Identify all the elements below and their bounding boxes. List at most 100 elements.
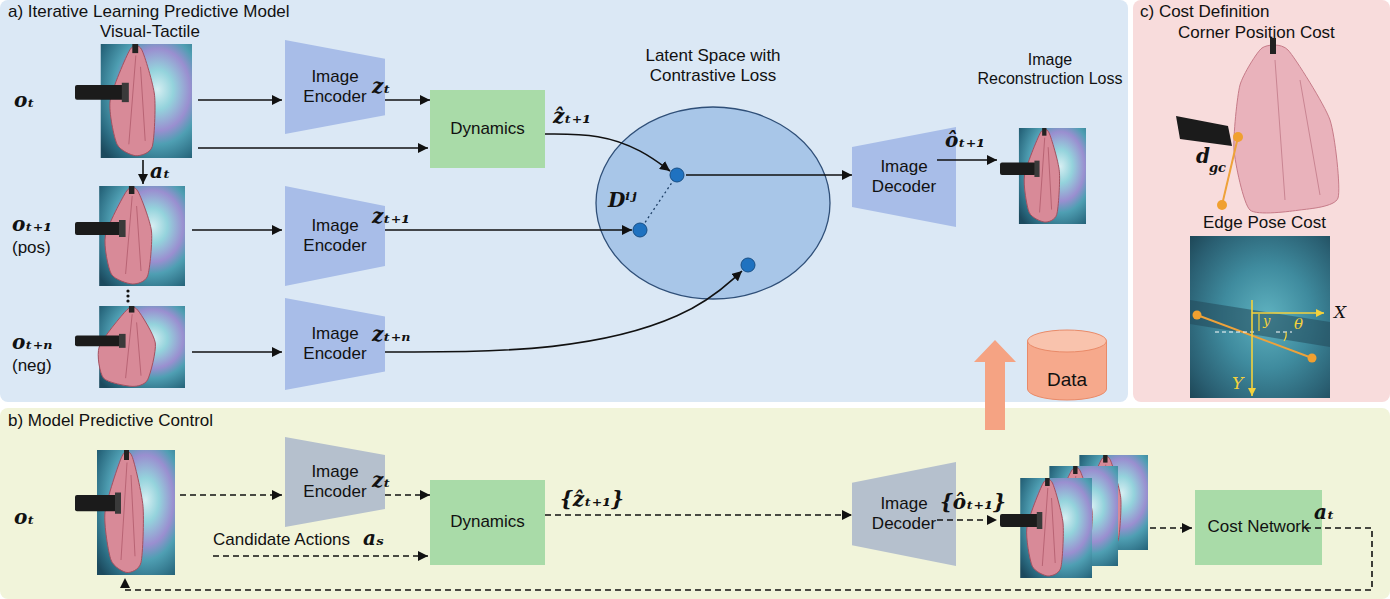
box-label: Data	[1047, 369, 1087, 392]
edge-pose-image	[1190, 236, 1330, 398]
text-holder: θ	[1294, 316, 1303, 333]
edge-label: zₜ	[372, 74, 391, 98]
ellipsis-dot	[126, 289, 129, 292]
math-symbol: ôₜ₊₁	[945, 128, 985, 152]
panel: Image EncoderDynamicsLatent Space with C…	[0, 0, 1128, 402]
ellipsis-dot	[126, 299, 129, 302]
latent-point	[741, 258, 755, 272]
latent-point	[633, 223, 647, 237]
text-holder: oₜ	[14, 505, 35, 529]
flow-arrow	[198, 99, 282, 101]
text-holder: Candidate Actions	[213, 530, 350, 550]
text-holder: a) Iterative Learning Predictive Model	[8, 2, 290, 22]
rectangle	[1195, 490, 1322, 565]
edge-label: ẑₜ₊₁	[553, 104, 591, 128]
connector-arrow	[385, 229, 632, 231]
text-holder: zₜ	[372, 468, 391, 492]
ellipse-heading: Latent Space with Contrastive Loss	[621, 46, 806, 87]
encoder-trapezoid: Image Encoder	[285, 298, 385, 390]
text-holder: d	[1196, 144, 1210, 168]
text-holder: aₛ	[363, 526, 384, 550]
edge-label: zₜ	[372, 468, 391, 492]
math-symbol: y	[1263, 314, 1270, 329]
data-flow-arrow	[974, 340, 1016, 430]
flow-arrow	[937, 159, 997, 161]
edge-label: {ẑₜ₊₁}	[560, 487, 624, 511]
box-label: Image Decoder	[852, 157, 956, 198]
rectangle	[430, 90, 545, 168]
trapezoid	[285, 186, 385, 286]
math-symbol: {ôₜ₊₁}	[940, 490, 1006, 514]
panel: Image EncoderDynamicsImage DecoderCost N…	[0, 408, 1390, 599]
annotation: Image Reconstruction Loss	[975, 50, 1125, 88]
edge-label: zₜ₊ₙ	[372, 322, 411, 346]
flow-arrow	[937, 519, 997, 521]
flow-arrow	[192, 229, 282, 231]
text-holder: b) Model Predictive Control	[8, 411, 213, 431]
visual-tactile-photo	[75, 186, 185, 286]
latent-space-ellipse: Latent Space with Contrastive Loss	[595, 46, 831, 302]
math-symbol: oₜ₊₁	[12, 212, 52, 236]
text-holder: ẑₜ₊₁	[553, 104, 591, 128]
text-holder: oₜ₊₁	[12, 212, 52, 236]
decoder-trapezoid: Image Decoder	[852, 127, 956, 227]
panel-subtitle: Corner Position Cost	[1178, 23, 1335, 43]
visual-tactile-photo	[1000, 478, 1092, 578]
connector-arrow	[385, 271, 742, 352]
text-holder: Visual-Tactile	[100, 22, 200, 42]
box-label: Image Encoder	[285, 67, 385, 108]
feedback-arrow	[125, 528, 1372, 590]
flow-arrow	[180, 494, 282, 496]
math-symbol: θ	[1294, 316, 1303, 333]
annotation: (neg)	[12, 356, 52, 376]
visual-tactile-photo	[75, 44, 192, 158]
flow-arrow	[192, 351, 282, 353]
encoder-trapezoid: Image Encoder	[285, 186, 385, 286]
text-holder: Latent Space with Contrastive Loss	[595, 46, 831, 87]
visual-tactile-photo	[75, 450, 175, 575]
math-symbol: X	[1334, 303, 1346, 323]
math-symbol: Y	[1232, 374, 1243, 394]
box-label: Image Encoder	[285, 324, 385, 365]
candidate-actions-arrow	[213, 555, 428, 557]
math-symbol: d	[1196, 144, 1210, 168]
panel-title: b) Model Predictive Control	[8, 411, 213, 431]
ellipse	[596, 107, 830, 299]
latent-point	[670, 168, 684, 182]
panel-title: c) Cost Definition	[1140, 2, 1269, 22]
text-holder: X	[1334, 303, 1346, 323]
box-label: Image Encoder	[285, 216, 385, 257]
text-holder: c) Cost Definition	[1140, 2, 1269, 22]
text-holder: Y	[1232, 374, 1243, 394]
connector-arrow	[686, 174, 852, 176]
text-holder: (neg)	[12, 356, 52, 376]
math-symbol: aₜ	[1314, 500, 1334, 524]
text-holder: Image Reconstruction Loss	[975, 50, 1125, 88]
box-label: Cost Network	[1207, 517, 1309, 537]
trapezoid	[852, 127, 956, 227]
action-arrow	[142, 160, 144, 184]
text-holder: Corner Position Cost	[1178, 23, 1335, 43]
text-holder: aₜ	[150, 159, 170, 183]
annotation: Candidate Actions	[213, 530, 350, 550]
decoder-trapezoid: Image Decoder	[852, 462, 956, 566]
process-box: Dynamics	[430, 90, 545, 168]
trapezoid	[285, 298, 385, 390]
math-symbol: oₜ	[14, 88, 35, 112]
box-label: Dynamics	[450, 119, 525, 139]
math-symbol: oₜ	[14, 505, 35, 529]
encoder-trapezoid: Image Encoder	[285, 40, 385, 134]
process-box: Cost Network	[1195, 490, 1322, 565]
visual-tactile-photo	[1000, 128, 1086, 224]
math-symbol: aₜ	[150, 159, 170, 183]
math-symbol: Dⁱʲ	[608, 188, 636, 212]
rectangle	[430, 480, 545, 565]
visual-tactile-photo	[1060, 455, 1148, 550]
data-cylinder: Data	[1027, 330, 1107, 400]
text-holder: {ẑₜ₊₁}	[560, 487, 624, 511]
edge-label: zₜ₊₁	[372, 204, 410, 228]
ellipsis-dot	[126, 294, 129, 297]
annotation: Visual-Tactile	[100, 22, 200, 42]
